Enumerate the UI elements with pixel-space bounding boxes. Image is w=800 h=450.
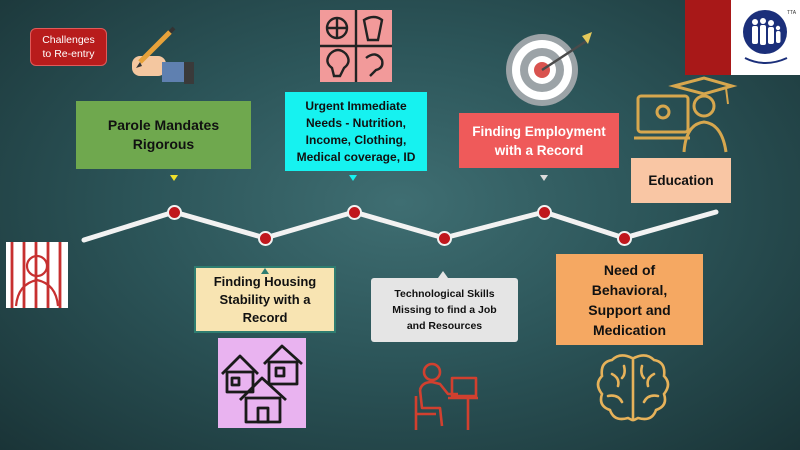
timeline-node-4 <box>437 231 452 246</box>
svg-text:TTA: TTA <box>787 10 797 16</box>
step-housing-label: Finding Housing Stability with a Record <box>213 273 317 325</box>
computer-user-icon <box>414 362 478 430</box>
step-employment-label: Finding Employment with a Record <box>472 123 606 158</box>
step-needs-label: Urgent Immediate Needs - Nutrition, Inco… <box>296 98 416 164</box>
family-logo-icon: TTA <box>743 10 797 64</box>
step-employment-box: Finding Employment with a Record <box>459 113 619 168</box>
challenges-tag: Challenges to Re-entry <box>30 28 107 66</box>
timeline-node-6 <box>617 231 632 246</box>
red-block <box>685 0 731 75</box>
timeline-node-2 <box>258 231 273 246</box>
graduate-icon <box>634 76 738 153</box>
step-parole-pointer <box>170 175 178 181</box>
brain-icon <box>596 354 670 422</box>
step-needs-pointer <box>349 175 357 181</box>
houses-icon <box>218 338 306 428</box>
step-tech-label: Technological Skills Missing to find a J… <box>392 288 497 332</box>
timeline-node-5 <box>537 205 552 220</box>
step-tech-pointer <box>438 271 448 278</box>
timeline-node-1 <box>167 205 182 220</box>
step-employment-pointer <box>540 175 548 181</box>
step-housing-pointer <box>261 268 269 274</box>
target-icon <box>506 32 592 106</box>
timeline-node-3 <box>347 205 362 220</box>
step-education-label: Education <box>648 173 714 188</box>
food-icon <box>320 10 392 82</box>
step-parole-box: Parole Mandates Rigorous <box>76 101 251 169</box>
step-tech-box: Technological Skills Missing to find a J… <box>371 278 518 342</box>
step-housing-box: Finding Housing Stability with a Record <box>194 266 336 333</box>
step-parole-label: Parole Mandates Rigorous <box>107 117 220 152</box>
step-education-box: Education <box>631 158 731 203</box>
prisoner-icon <box>6 242 68 308</box>
step-behavioral-label: Need of Behavioral, Support and Medicati… <box>588 261 671 338</box>
logo-card: TTA <box>731 0 800 75</box>
step-behavioral-box: Need of Behavioral, Support and Medicati… <box>556 254 703 345</box>
pen-hand-icon <box>132 26 194 84</box>
step-needs-box: Urgent Immediate Needs - Nutrition, Inco… <box>285 92 427 171</box>
